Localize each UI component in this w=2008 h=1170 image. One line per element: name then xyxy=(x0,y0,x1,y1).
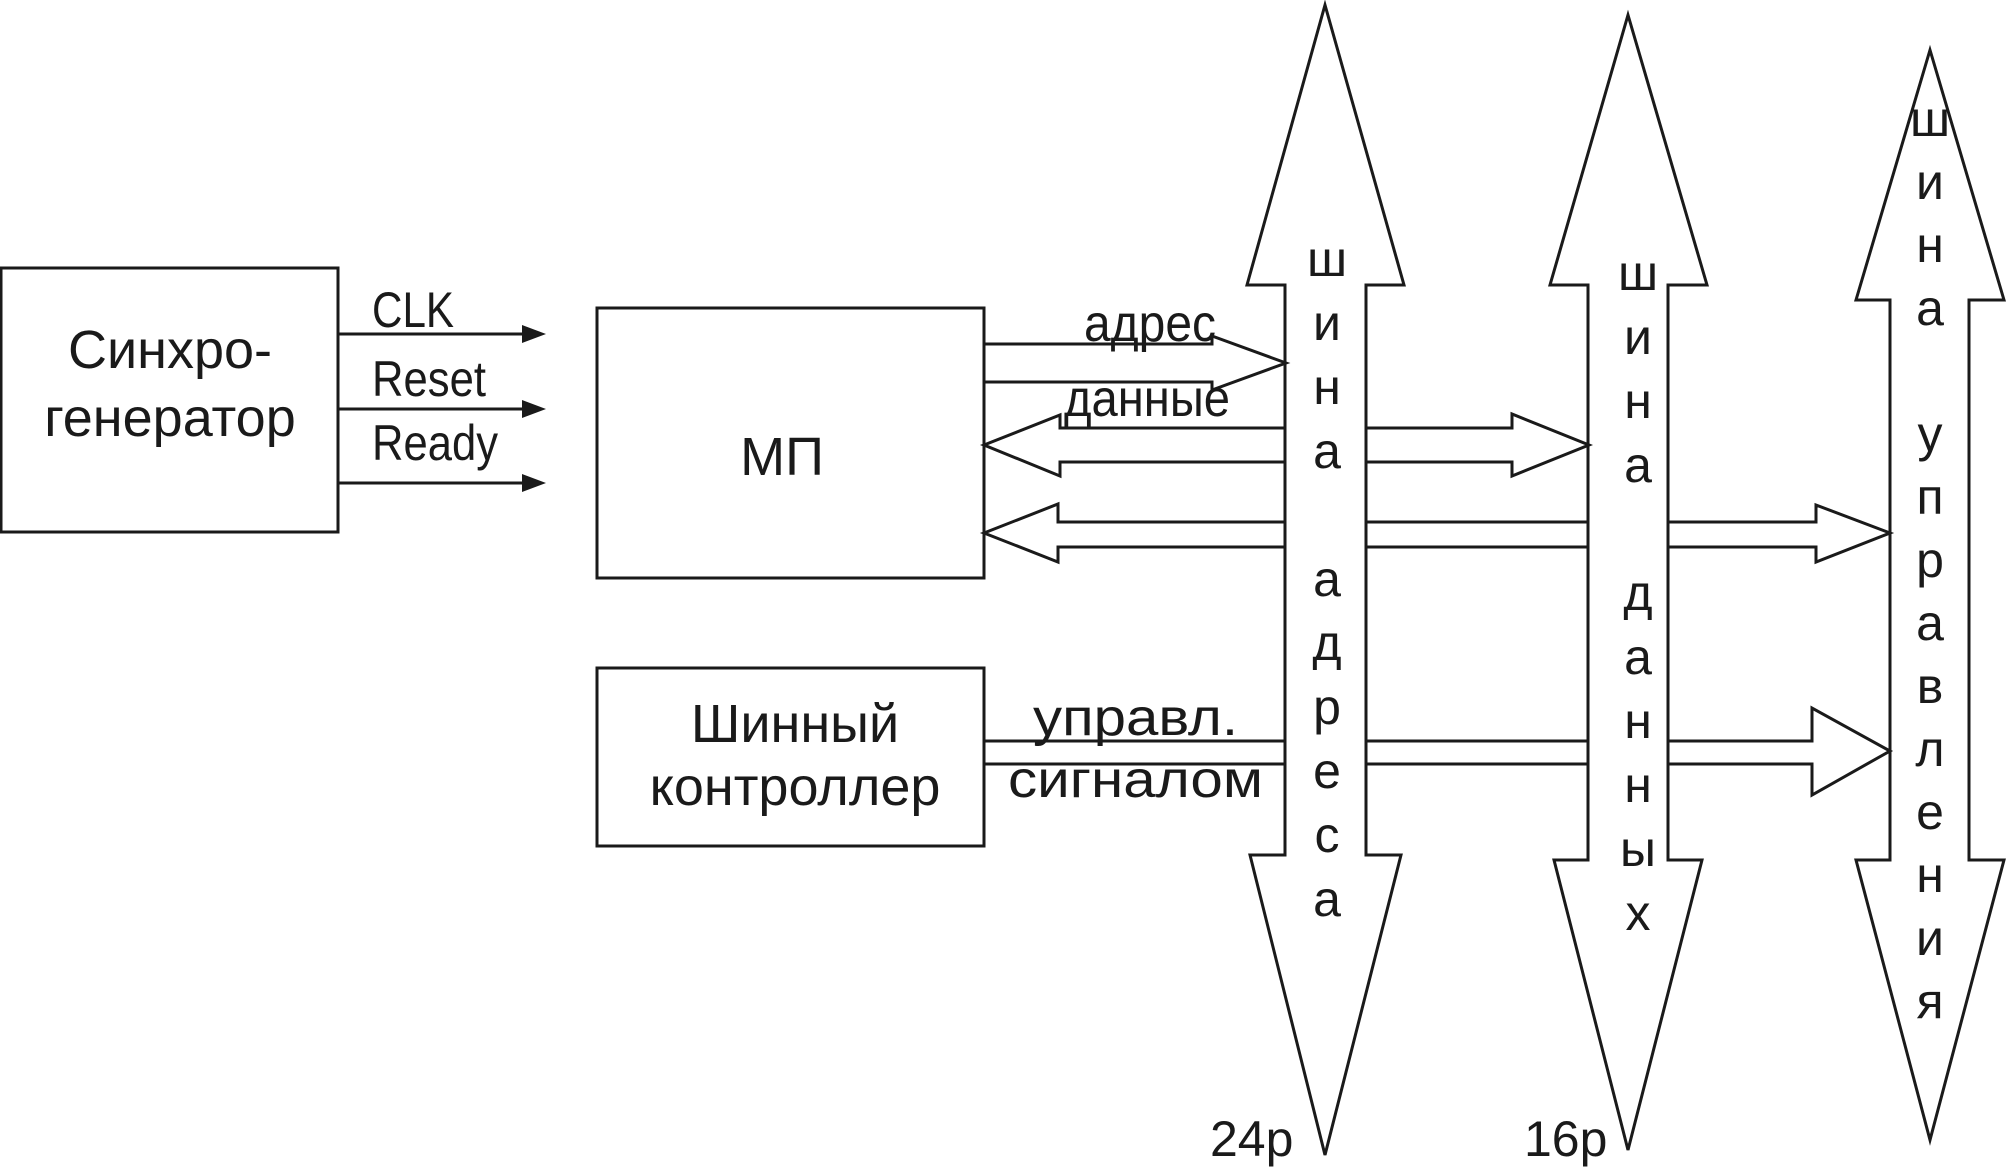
bus-label-letter: с xyxy=(1315,807,1340,863)
address-flow-label: адрес xyxy=(1084,295,1216,353)
mp-label: МП xyxy=(740,427,824,487)
data-bus-link-arrow xyxy=(1364,411,1594,479)
address-out-arrow xyxy=(982,333,1291,393)
bus-label-letter: и xyxy=(1916,910,1944,966)
control-out-arrow xyxy=(1666,502,1895,565)
bus-label-letter: р xyxy=(1313,679,1341,735)
bus-label-letter: н xyxy=(1624,693,1652,749)
address-bus-width: 24р xyxy=(1210,1111,1293,1167)
bus-controller-control-arrow xyxy=(982,739,1287,766)
bus-label-letter: а xyxy=(1313,871,1341,927)
bus-label-letter: а xyxy=(1624,629,1652,685)
bus-label-letter: д xyxy=(1623,565,1652,621)
bus-label-letter: ш xyxy=(1307,231,1347,287)
data-bus-width: 16р xyxy=(1524,1111,1607,1167)
bus-label-letter: п xyxy=(1916,469,1943,525)
bus-label-letter: а xyxy=(1313,423,1341,479)
bus-label-letter: д xyxy=(1312,615,1341,671)
sync-generator-label-line1: Синхро- xyxy=(68,320,272,380)
bus-label-letter: а xyxy=(1624,437,1652,493)
bus-label-letter: а xyxy=(1916,280,1944,336)
data-flow-label: данные xyxy=(1064,370,1230,428)
bus-label-letter: н xyxy=(1313,359,1341,415)
control-signal-label-line2: сигналом xyxy=(1008,751,1263,809)
bus-label-letter: в xyxy=(1917,658,1944,714)
mp-block: МП xyxy=(595,306,986,580)
bus-label-letter: н xyxy=(1624,373,1652,429)
bus-label-letter: а xyxy=(1916,595,1944,651)
control-signal-label-line1: управл. xyxy=(1033,689,1238,747)
bus-label-letter: н xyxy=(1624,757,1652,813)
bus-label-letter: е xyxy=(1313,743,1341,799)
bus-controller-label-line1: Шинный xyxy=(691,694,899,754)
control-bus-arrow xyxy=(1853,44,2007,1146)
bus-label-letter: и xyxy=(1624,309,1652,365)
bus-label-letter: я xyxy=(1916,973,1943,1029)
sync-generator-label-line2: генератор xyxy=(44,388,295,448)
control-mid-segment xyxy=(1364,520,1590,549)
clk-label: CLK xyxy=(372,282,454,338)
clk-signal: CLK xyxy=(338,282,546,343)
bus-label-letter: х xyxy=(1626,885,1651,941)
bus-controller-out-arrow xyxy=(1666,705,1894,798)
bus-label-letter: л xyxy=(1915,721,1944,777)
reset-signal: Reset xyxy=(338,351,546,418)
bus-controller-mid-segment xyxy=(1364,739,1590,766)
bus-controller-label-line2: контроллер xyxy=(650,757,941,817)
address-bus-arrow xyxy=(1245,0,1406,1156)
ready-label: Ready xyxy=(372,415,498,471)
bus-label-letter: р xyxy=(1916,532,1944,588)
sync-generator-block: Синхро- генератор xyxy=(0,266,340,534)
bus-label-letter: н xyxy=(1916,217,1944,273)
bus-label-letter: у xyxy=(1918,406,1943,462)
control-in-arrow xyxy=(979,501,1287,565)
bus-label-letter: н xyxy=(1916,847,1944,903)
bus-label-letter: и xyxy=(1313,295,1341,351)
reset-label: Reset xyxy=(372,351,486,407)
bus-controller-block: Шинный контроллер xyxy=(595,666,986,848)
bus-label-letter: и xyxy=(1916,154,1944,210)
data-in-arrow xyxy=(979,412,1287,479)
bus-label-letter: а xyxy=(1313,551,1341,607)
bus-label-letter: ш xyxy=(1618,245,1658,301)
data-bus-arrow xyxy=(1548,9,1710,1151)
bus-label-letter: ш xyxy=(1910,91,1950,147)
bus-label-letter: е xyxy=(1916,784,1944,840)
ready-signal: Ready xyxy=(338,415,546,492)
bus-label-letter: ы xyxy=(1620,821,1656,877)
